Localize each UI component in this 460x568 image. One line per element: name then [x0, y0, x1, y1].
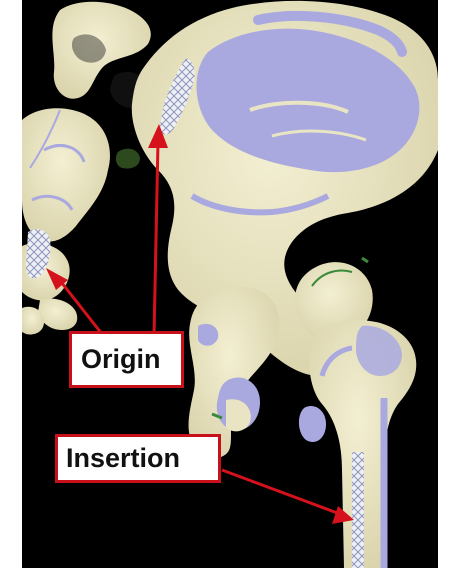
insertion-label: Insertion: [66, 443, 180, 474]
ilium: [132, 1, 438, 376]
origin-label-box: Origin: [69, 331, 184, 388]
ischium: [189, 286, 280, 458]
insertion-arrow: [222, 470, 340, 514]
femur: [299, 320, 416, 568]
small-structure: [116, 149, 140, 169]
insertion-label-box: Insertion: [55, 434, 221, 483]
origin-label: Origin: [81, 344, 161, 375]
origin-arrow-ilium: [154, 142, 158, 336]
